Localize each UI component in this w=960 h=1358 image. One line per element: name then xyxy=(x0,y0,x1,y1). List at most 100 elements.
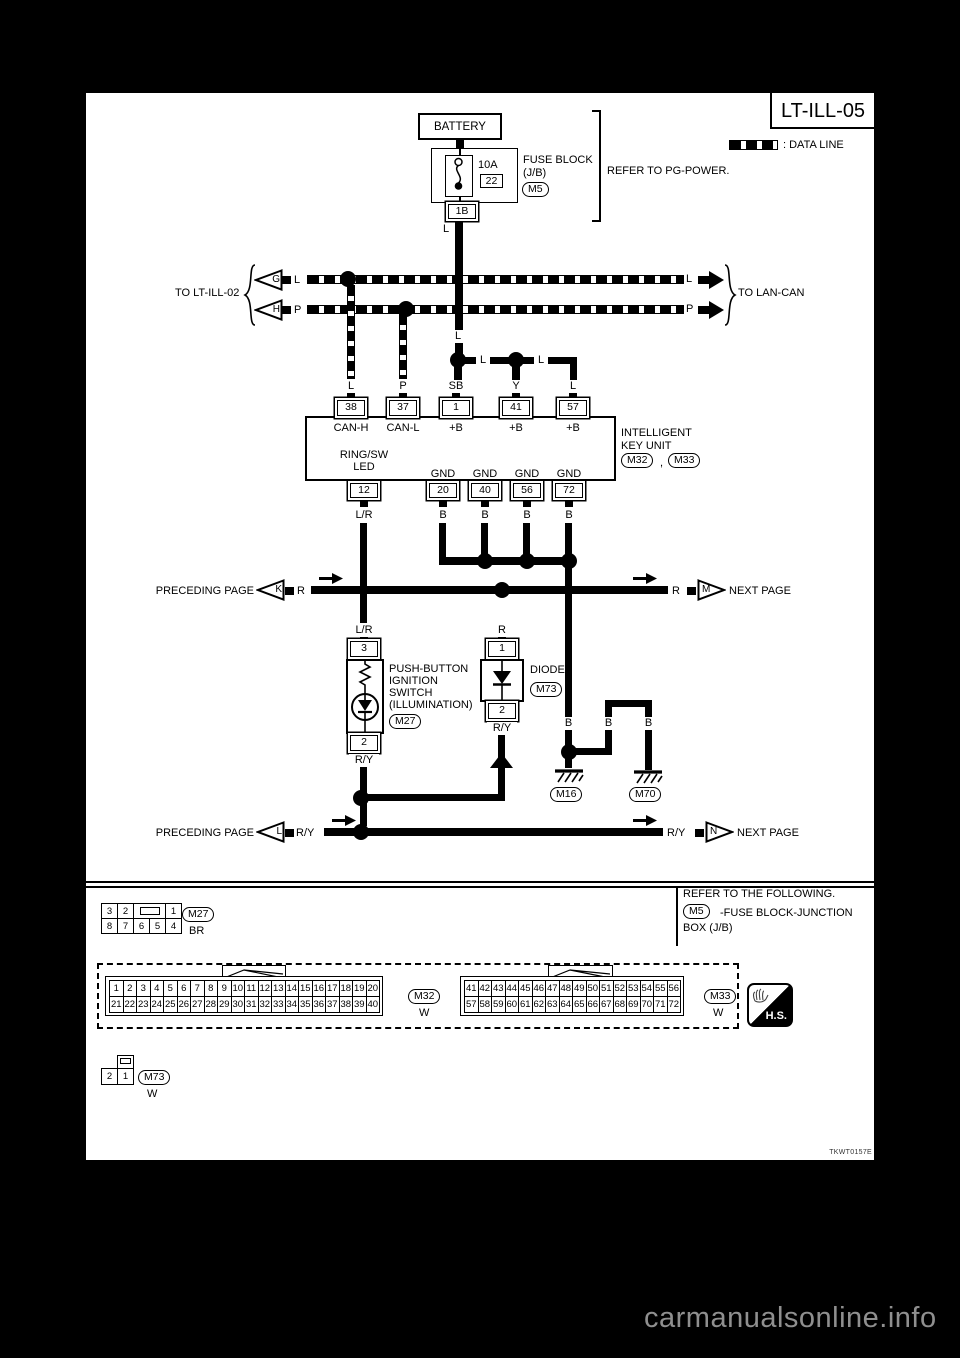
title-box-hline xyxy=(770,127,874,129)
connector-pin-cell: 22 xyxy=(122,996,137,1013)
battery-wire-stub xyxy=(456,140,464,149)
lr-wire xyxy=(360,523,367,623)
ry-bus-wire xyxy=(324,828,663,836)
junction-dot xyxy=(398,301,414,317)
direction-arrow xyxy=(319,571,343,589)
wire-stub xyxy=(452,393,460,401)
wire-stub xyxy=(285,829,294,837)
ground-ref-m70: M70 xyxy=(629,787,662,802)
connector-pin-cell: 64 xyxy=(558,996,573,1013)
wire-label: B xyxy=(562,509,576,522)
connector-pin-cell: 54 xyxy=(639,980,654,997)
switch-name-line1: PUSH-BUTTON xyxy=(389,663,469,675)
left-brace xyxy=(243,264,257,331)
intelligent-key-unit-box xyxy=(305,416,616,481)
b-bridge-down-leg xyxy=(645,700,652,770)
fuse-lead-bottom xyxy=(459,197,461,205)
page-connector-n-letter: N xyxy=(710,826,718,837)
junction-dot xyxy=(477,553,493,569)
connector-pin-cell: 6 xyxy=(176,980,191,997)
refer-following-line2: -FUSE BLOCK-JUNCTION xyxy=(720,907,853,919)
gnd-label: GND xyxy=(514,468,540,480)
connector-latch-m33 xyxy=(548,965,613,979)
connector-pin-cell: 2 xyxy=(101,1068,118,1085)
connector-pin-cell: 47 xyxy=(545,980,560,997)
wire-stub xyxy=(498,637,506,642)
fuse-number-box: 22 xyxy=(480,174,503,188)
connector-pin-cell: 61 xyxy=(518,996,533,1013)
r-bus-wire xyxy=(311,586,668,594)
hs-stamp: H.S. xyxy=(747,983,793,1027)
connector-ref-m33: M33 xyxy=(704,989,737,1004)
connector-pin-cell: 28 xyxy=(203,996,218,1013)
connector-color-m27: BR xyxy=(189,925,205,937)
connector-color-m32: W xyxy=(419,1007,430,1019)
connector-pin-cell: 9 xyxy=(217,980,232,997)
connector-pin-cell: 33 xyxy=(271,996,286,1013)
connector-pin-cell: 49 xyxy=(572,980,587,997)
fuse-block-label-1: FUSE BLOCK xyxy=(523,154,593,166)
junction-dot xyxy=(353,824,369,840)
pin-72: 72 xyxy=(555,483,583,498)
page-connector-l: L xyxy=(256,821,285,843)
next-page-label: NEXT PAGE xyxy=(729,585,791,597)
connector-pin-cell: 10 xyxy=(230,980,245,997)
to-lan-can-label: TO LAN-CAN xyxy=(738,287,805,299)
wire-label-ry: R/Y xyxy=(487,722,517,735)
wire-label-r: R xyxy=(672,585,680,597)
pin-1b: 1B xyxy=(448,204,476,219)
connector-latch-m32 xyxy=(222,965,286,979)
watermark: carmanualsonline.info xyxy=(644,1302,937,1334)
connector-color-m33: W xyxy=(713,1007,724,1019)
connector-pin-cell: 6 xyxy=(133,918,150,934)
diode-symbol xyxy=(493,661,511,700)
hs-stamp-label: H.S. xyxy=(765,1010,787,1022)
b-bridge-bottom xyxy=(573,748,612,755)
pin-function: CAN-H xyxy=(333,422,369,434)
manual-page: LT-ILL-05 : DATA LINE BATTERY 10A 22 FUS… xyxy=(86,93,874,1160)
ground-symbol-m16 xyxy=(554,769,584,789)
wire-stub xyxy=(565,499,573,507)
connector-pin-cell: 46 xyxy=(531,980,546,997)
ground-stub xyxy=(565,758,572,768)
next-page-label: NEXT PAGE xyxy=(737,827,799,839)
fuse-lead-top xyxy=(459,148,461,156)
connector-pin-cell: 3 xyxy=(136,980,151,997)
connector-detail-box xyxy=(97,963,739,1029)
connector-ref-m5: M5 xyxy=(522,182,549,197)
connector-pin-cell: 71 xyxy=(653,996,668,1013)
switch-name-line3: SWITCH xyxy=(389,687,433,699)
connector-ref-m33: M33 xyxy=(668,453,701,468)
battery-feed-wire xyxy=(455,219,463,360)
fuse-amp-label: 10A xyxy=(478,159,498,171)
refer-bracket xyxy=(592,110,601,222)
wire-stub xyxy=(523,499,531,507)
connector-ref-m73: M73 xyxy=(530,682,563,697)
diode-pin-2: 2 xyxy=(488,703,516,719)
fuse-block-box xyxy=(431,148,518,203)
ground-ref-m16: M16 xyxy=(550,787,583,802)
can-l-bus xyxy=(307,305,684,314)
connector-pin-cell: 23 xyxy=(136,996,151,1013)
title-box-vline xyxy=(770,93,772,129)
wire-label-l: L xyxy=(451,330,465,343)
connector-pin-cell: 70 xyxy=(639,996,654,1013)
switch-pin-2: 2 xyxy=(350,735,378,751)
unit-name-line2: KEY UNIT xyxy=(621,440,672,452)
ry-wire xyxy=(360,767,367,799)
page-connector-k: K xyxy=(256,579,285,601)
connector-pin-cell: 72 xyxy=(666,996,681,1013)
wire-label: L/R xyxy=(352,509,376,522)
b-wire xyxy=(439,523,446,565)
connector-pin-cell: 15 xyxy=(298,980,313,997)
connector-pin-cell: 2 xyxy=(117,903,134,919)
connector-pin-cell: 48 xyxy=(558,980,573,997)
b-join-bus xyxy=(439,557,572,565)
connector-pin-cell: 7 xyxy=(190,980,205,997)
wire-label-ry: R/Y xyxy=(296,827,315,839)
wire-label: L xyxy=(566,380,580,393)
